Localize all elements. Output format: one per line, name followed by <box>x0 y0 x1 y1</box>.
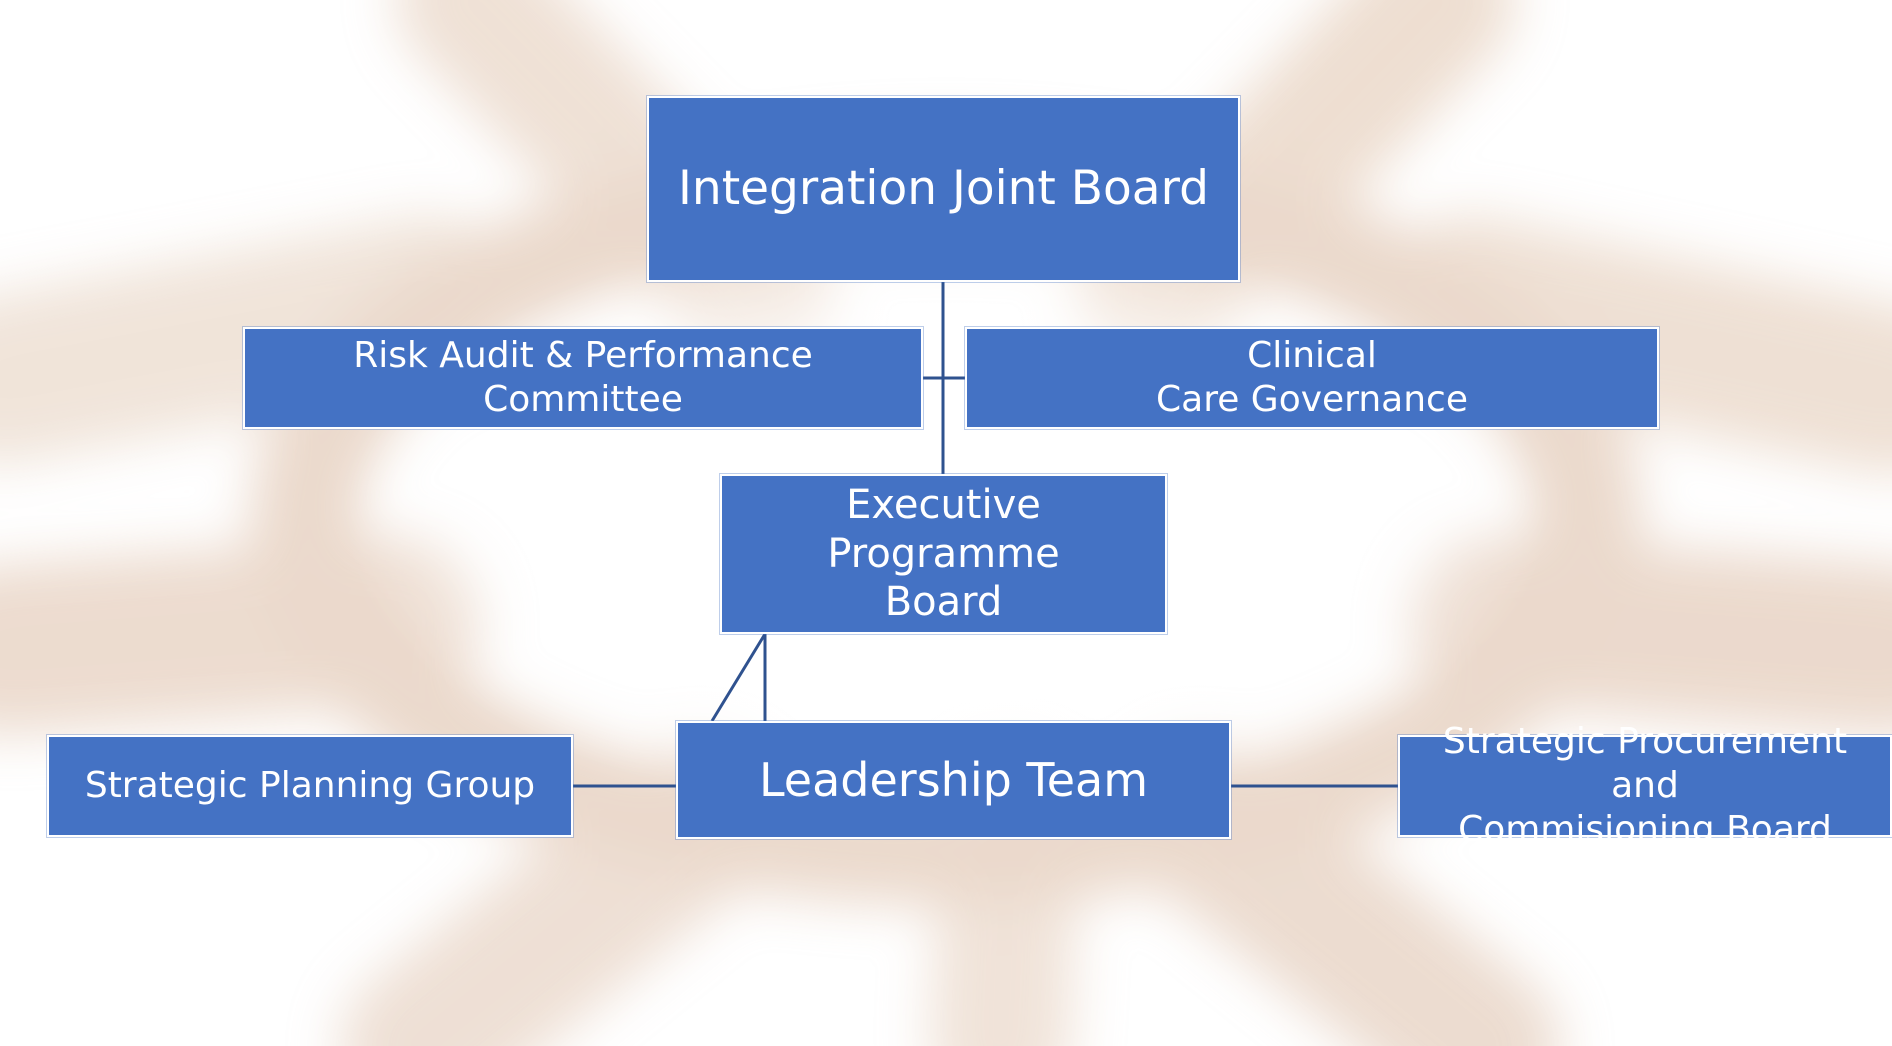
node-integration-joint-board: Integration Joint Board <box>647 96 1240 282</box>
node-leadership-team: Leadership Team <box>676 721 1231 839</box>
node-strategic-planning-group: Strategic Planning Group <box>47 735 573 837</box>
node-risk-audit-performance-committee: Risk Audit & Performance Committee <box>243 327 923 429</box>
node-strategic-procurement-commissioning-board: Strategic Procurement and Commisioning B… <box>1398 721 1892 850</box>
connector-epb-to-lt-diagonal <box>710 633 767 722</box>
node-clinical-care-governance: Clinical Care Governance <box>965 327 1659 429</box>
node-executive-programme-board: Executive Programme Board <box>720 474 1167 634</box>
